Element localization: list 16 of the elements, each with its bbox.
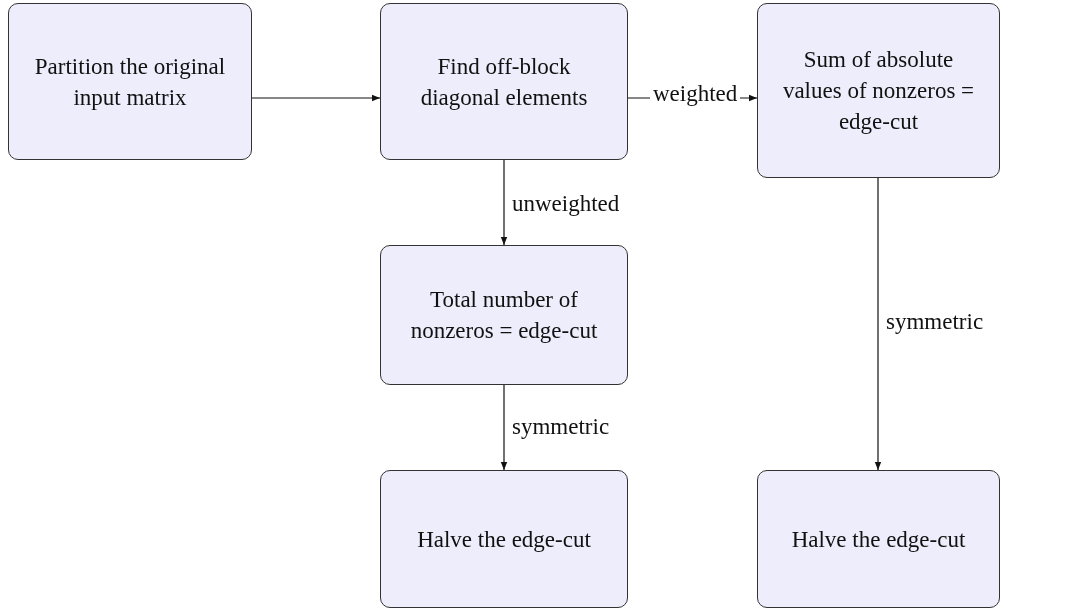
- box-text: Halve the edge-cut: [791, 525, 966, 554]
- arrow: [251, 94, 381, 102]
- process-box: [757, 470, 1000, 608]
- process-box: [380, 3, 628, 160]
- process-box: [380, 470, 628, 608]
- box-text: Sum of absolute values of nonzeros = edge-cut: [781, 46, 976, 136]
- box-text: Partition the original input matrix: [33, 52, 227, 112]
- box-text: Find off-block diagonal elements: [419, 52, 589, 112]
- arrow: [500, 159, 508, 246]
- process-box: [8, 3, 252, 160]
- process-box: [380, 245, 628, 385]
- arrow: [500, 384, 508, 471]
- process-box: [757, 3, 1000, 178]
- box-text: Total number of nonzeros = edge-cut: [409, 286, 599, 345]
- arrow: [874, 177, 882, 471]
- box-text: Halve the edge-cut: [417, 525, 591, 554]
